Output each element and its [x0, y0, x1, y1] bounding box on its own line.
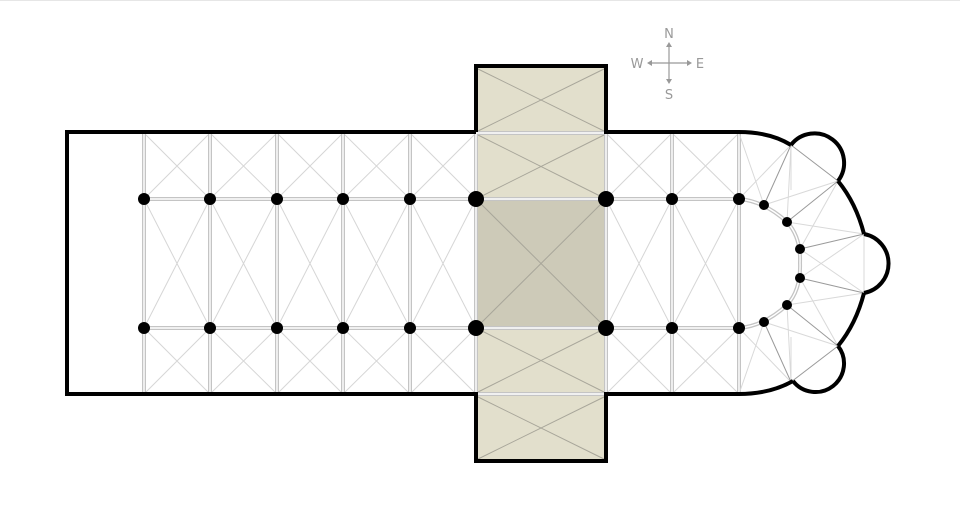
- compass-arrows-icon: [651, 46, 689, 82]
- apse-arcade-gap: [738, 198, 801, 329]
- east-radiating-chapel: [863, 232, 891, 295]
- pier: [733, 193, 745, 205]
- vault-diagonals: [143, 132, 740, 395]
- pier: [337, 193, 349, 205]
- compass-east-label: E: [696, 57, 704, 72]
- apse-pier: [782, 300, 792, 310]
- transverse-ribs: [142, 131, 741, 396]
- pier: [733, 322, 745, 334]
- crossing-pier: [468, 320, 484, 336]
- rib-gaps: [143, 132, 740, 395]
- ambulatory-light-ribs: [738, 132, 865, 395]
- north-radiating-chapel: [789, 131, 847, 183]
- crossing-pier: [598, 191, 614, 207]
- apse-pier: [759, 200, 769, 210]
- pier: [138, 322, 150, 334]
- apse-pier: [795, 273, 805, 283]
- pier: [204, 193, 216, 205]
- crossing-pier: [598, 320, 614, 336]
- pier: [337, 322, 349, 334]
- pier: [404, 193, 416, 205]
- compass-arrowheads-icon: [647, 42, 692, 84]
- crossing-pier: [468, 191, 484, 207]
- apse-pier: [759, 317, 769, 327]
- outer-walls: [65, 64, 891, 463]
- top-rule: [0, 0, 960, 1]
- pier: [271, 193, 283, 205]
- pier: [666, 193, 678, 205]
- pier: [204, 322, 216, 334]
- pier: [271, 322, 283, 334]
- south-radiating-chapel: [791, 344, 846, 394]
- compass-north-label: N: [664, 27, 674, 42]
- transept-diagonals: [475, 67, 607, 461]
- pier: [666, 322, 678, 334]
- piers: [138, 191, 805, 336]
- compass-rose: N S W E: [631, 27, 705, 103]
- apse-pier: [795, 244, 805, 254]
- ambulatory-dark-ribs: [763, 144, 865, 383]
- compass-west-label: W: [631, 57, 644, 72]
- pier: [404, 322, 416, 334]
- pier: [138, 193, 150, 205]
- compass-south-label: S: [665, 88, 673, 103]
- apse-pier: [782, 217, 792, 227]
